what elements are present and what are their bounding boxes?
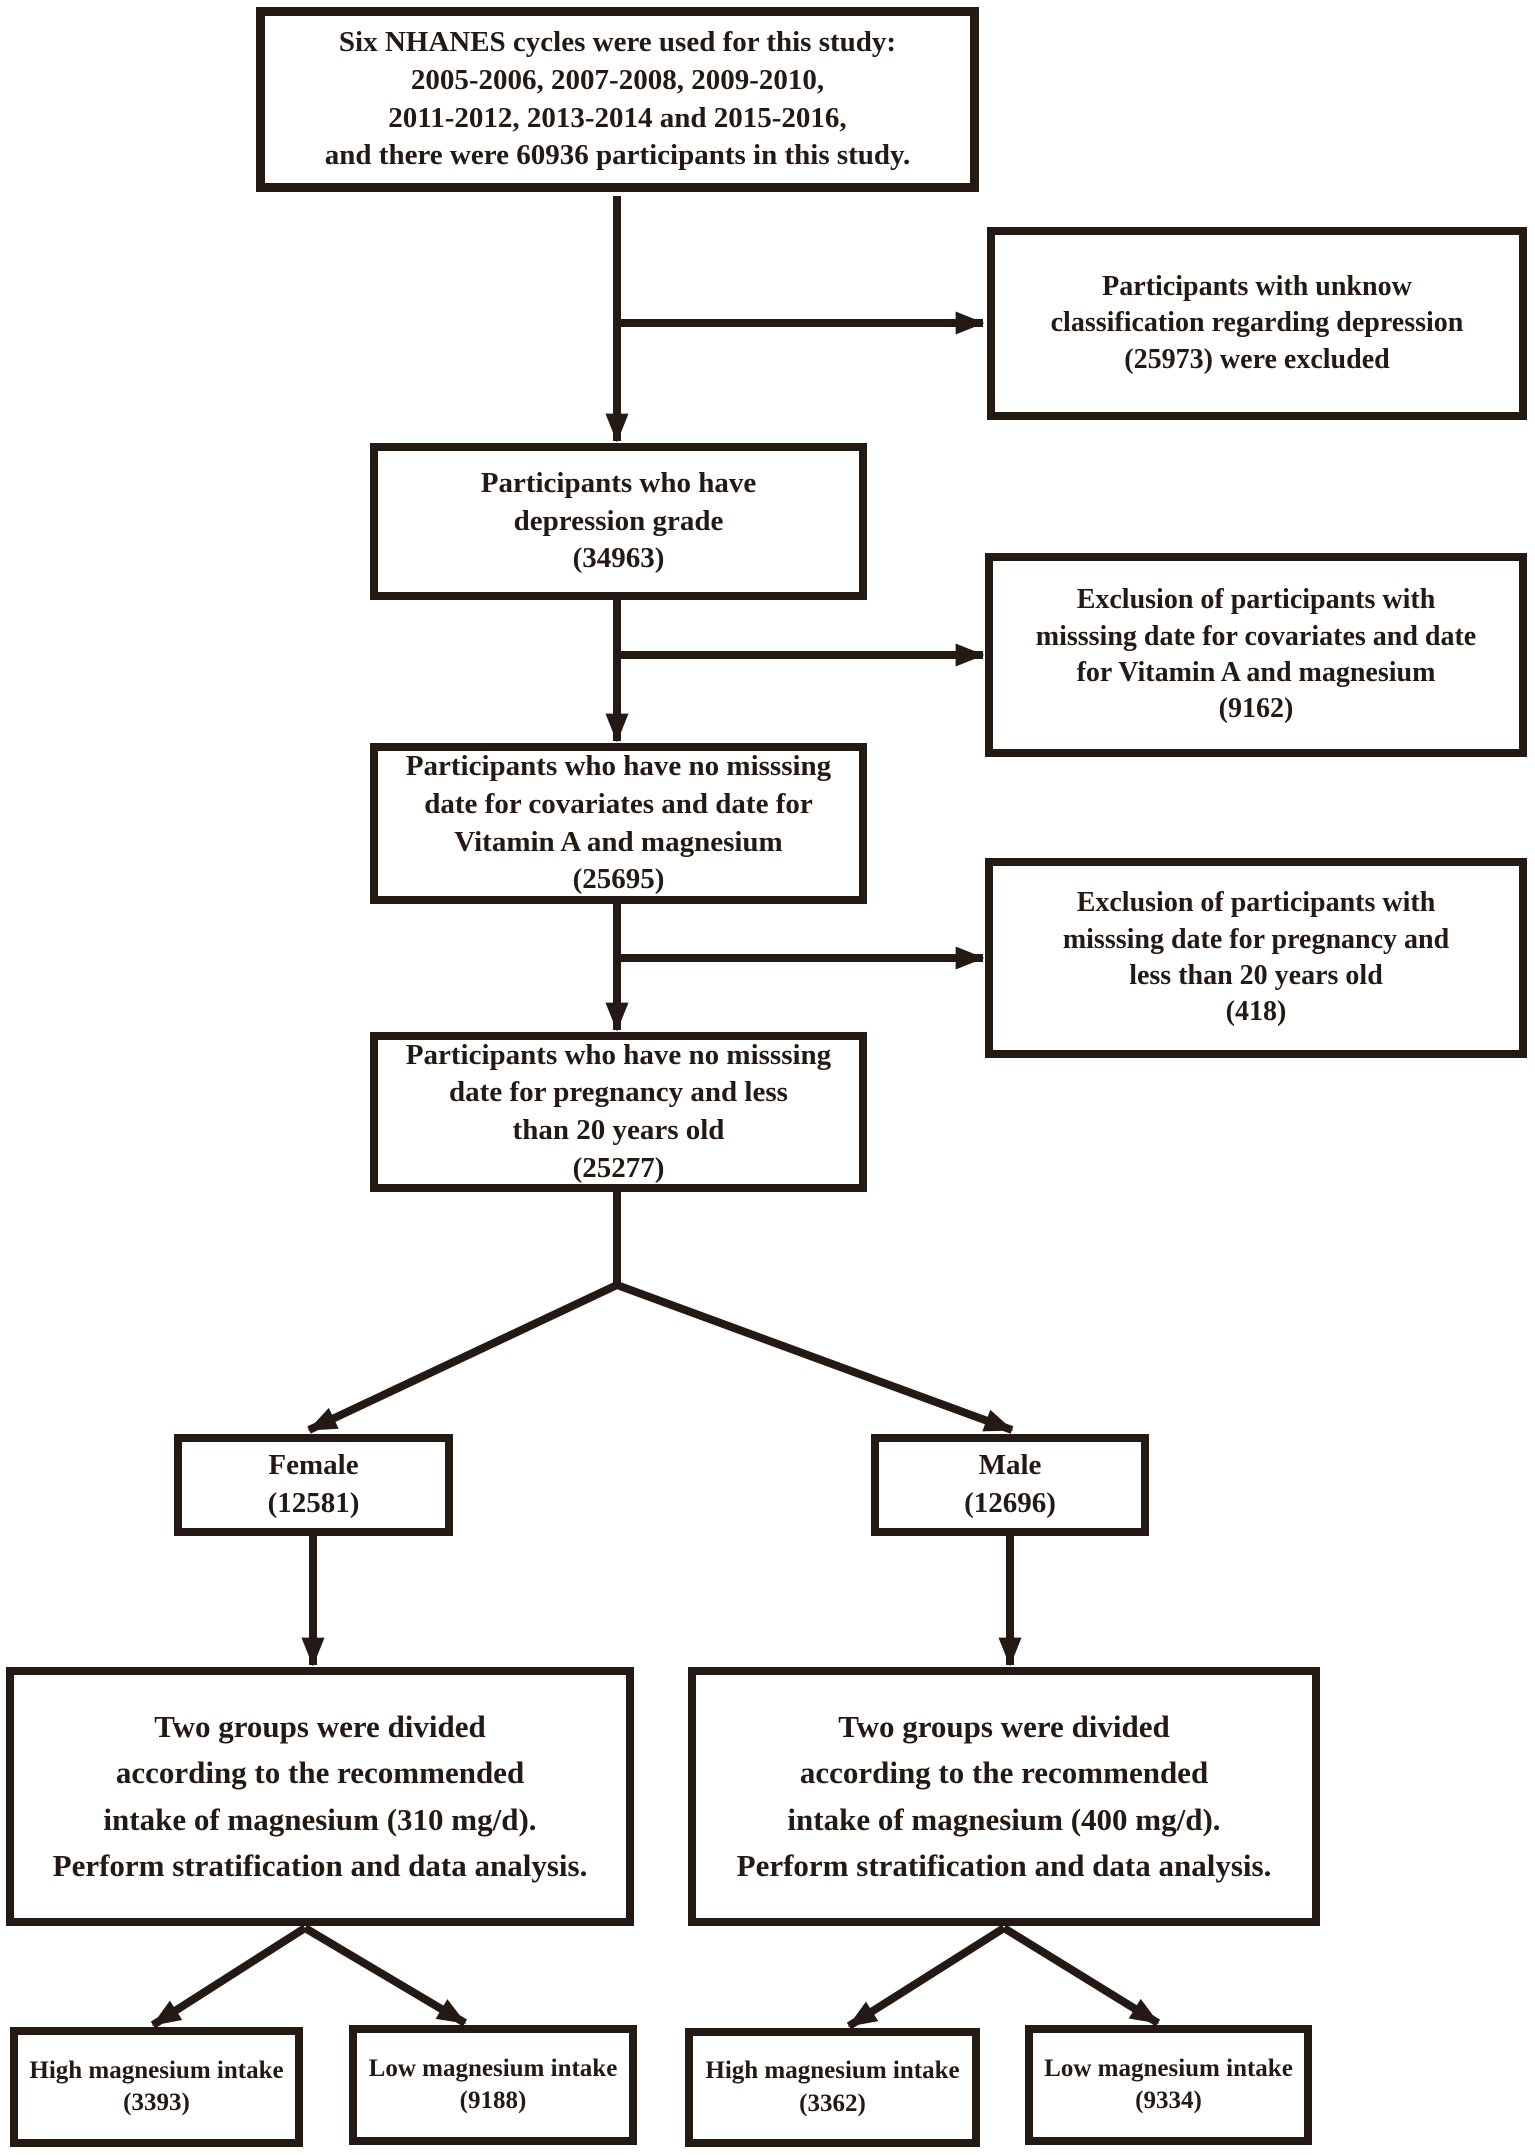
flow-box-low-intake-female: Low magnesium intake (9188) xyxy=(349,2025,637,2145)
flow-box-female: Female (12581) xyxy=(174,1434,453,1536)
flow-box-male: Male (12696) xyxy=(871,1434,1149,1536)
flow-box-group-female: Two groups were divided according to the… xyxy=(6,1667,634,1926)
flow-box-excluded-depression: Participants with unknow classification … xyxy=(987,227,1527,420)
flow-box-no-missing-pregnancy: Participants who have no misssing date f… xyxy=(370,1032,867,1192)
arrow-groupM-to-high xyxy=(846,1924,1007,2030)
arrow-groupF-to-low xyxy=(302,1924,468,2027)
flow-box-high-intake-female: High magnesium intake (3393) xyxy=(10,2027,303,2147)
arrow-split-to-male xyxy=(615,1281,1014,1434)
flow-box-depression-grade: Participants who have depression grade (… xyxy=(370,443,867,600)
arrow-groupM-to-low xyxy=(1001,1924,1161,2027)
flow-box-high-intake-male: High magnesium intake (3362) xyxy=(685,2028,980,2147)
flow-box-group-male: Two groups were divided according to the… xyxy=(688,1667,1320,1926)
flow-box-low-intake-male: Low magnesium intake (9334) xyxy=(1025,2025,1312,2145)
flow-box-no-missing-covariates: Participants who have no misssing date f… xyxy=(370,743,867,904)
flow-box-excluded-pregnancy: Exclusion of participants with misssing … xyxy=(985,858,1527,1058)
flow-box-study-cycles: Six NHANES cycles were used for this stu… xyxy=(256,7,979,192)
arrow-groupF-to-high xyxy=(150,1924,308,2029)
arrow-split-to-female xyxy=(307,1281,619,1434)
flow-box-excluded-covariates: Exclusion of participants with misssing … xyxy=(985,553,1527,757)
